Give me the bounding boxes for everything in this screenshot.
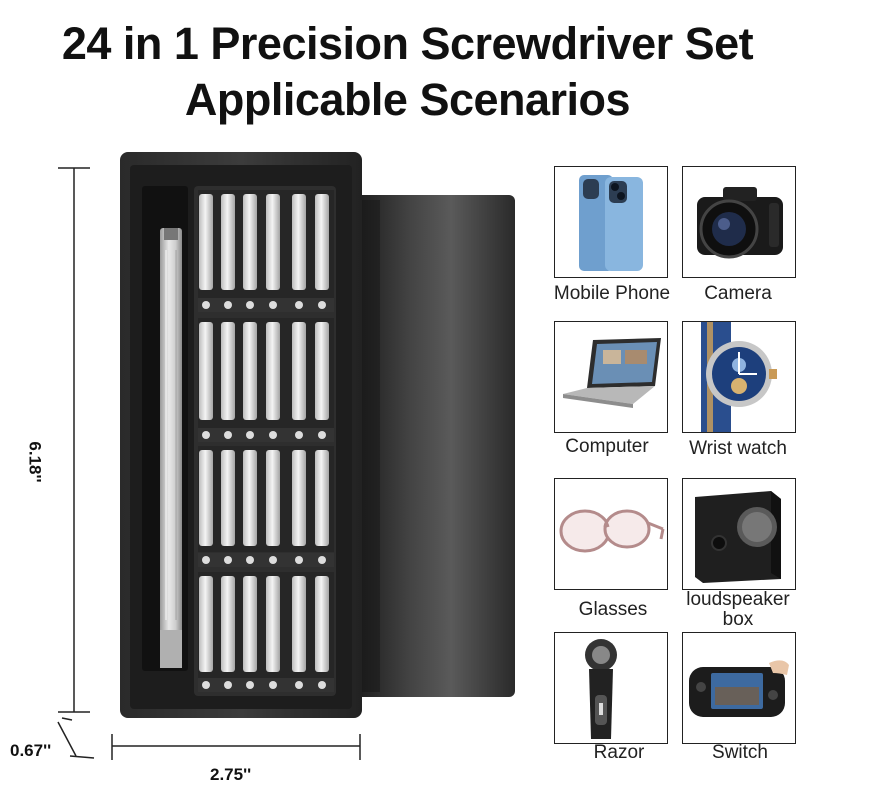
razor-icon bbox=[585, 639, 617, 739]
bit-row bbox=[198, 446, 334, 567]
width-dimension-label: 2.75'' bbox=[210, 765, 252, 784]
handheld-console-icon bbox=[689, 660, 789, 717]
page-title: 24 in 1 Precision Screwdriver Set bbox=[61, 18, 754, 69]
scenario-label-razor: Razor bbox=[593, 742, 645, 763]
scenario-card-camera bbox=[682, 166, 796, 278]
scenario-label-switch: Switch bbox=[712, 742, 768, 763]
scenario-label-glasses: Glasses bbox=[578, 599, 648, 620]
scenario-label-wrist-watch: Wrist watch bbox=[689, 438, 787, 459]
bit-row bbox=[198, 190, 334, 312]
scenario-card-switch bbox=[682, 632, 796, 744]
scenario-card-razor bbox=[554, 632, 668, 744]
wrist-watch-icon bbox=[701, 322, 777, 432]
loudspeaker-box-icon bbox=[695, 491, 781, 583]
laptop-icon bbox=[563, 338, 661, 408]
height-dimension-label: 6.18'' bbox=[25, 441, 45, 483]
case-lid bbox=[355, 195, 515, 697]
mobile-phone-icon bbox=[579, 175, 643, 271]
scenario-card-glasses bbox=[554, 478, 668, 590]
scenario-label-mobile-phone: Mobile Phone bbox=[553, 283, 671, 304]
dimension-lines bbox=[57, 167, 361, 760]
bit-tray bbox=[198, 190, 334, 692]
scenario-label-computer: Computer bbox=[565, 436, 649, 457]
camera-icon bbox=[697, 187, 783, 259]
scenario-label-camera: Camera bbox=[704, 283, 772, 304]
page-subtitle: Applicable Scenarios bbox=[184, 74, 631, 125]
scenario-card-computer bbox=[554, 321, 668, 433]
scenario-label-loudspeaker-box: loudspeaker box bbox=[686, 589, 790, 630]
scenario-card-wrist-watch bbox=[682, 321, 796, 433]
scenario-card-mobile-phone bbox=[554, 166, 668, 278]
bit-row bbox=[198, 572, 334, 692]
bit-row bbox=[198, 318, 334, 442]
screwdriver-set-illustration bbox=[57, 152, 515, 760]
scenario-card-loudspeaker-box bbox=[682, 478, 796, 590]
depth-dimension-label: 0.67'' bbox=[10, 741, 52, 760]
screwdriver-handle bbox=[160, 228, 182, 668]
glasses-icon bbox=[559, 509, 665, 553]
